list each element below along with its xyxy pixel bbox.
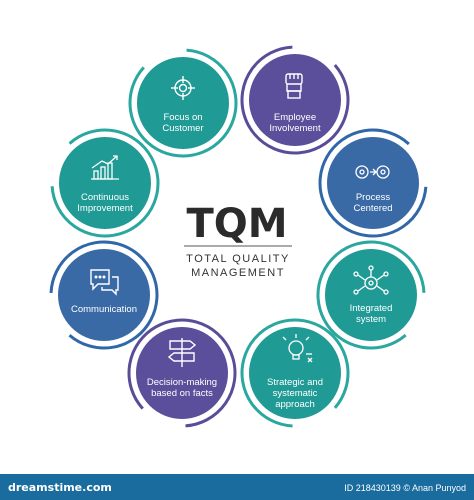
footer-bar: dreamstime.com ID 218430139 © Anan Punyo…	[0, 474, 474, 500]
ring-communication	[49, 240, 159, 350]
node-label-line1: Focus on	[163, 112, 202, 123]
tqm-diagram: TQM TOTAL QUALITY MANAGEMENT Focus on Cu…	[49, 45, 428, 428]
node-label-line2: Centered	[353, 203, 392, 214]
target-icon	[171, 76, 195, 100]
node-label-line2: system	[356, 314, 386, 325]
disc-continuous-improvement	[59, 137, 151, 229]
node-integrated-system: Integrated system	[350, 265, 393, 325]
footer-site-name: dreamstime.com	[8, 481, 112, 494]
node-label-line1: Integrated	[350, 303, 393, 314]
center-subtitle-line2: MANAGEMENT	[191, 267, 285, 279]
node-continuous-improvement: Continuous Improvement	[77, 155, 133, 214]
node-label-line1: Strategic and	[267, 377, 323, 388]
node-label-line1: Employee	[274, 112, 316, 123]
node-decision-making: Decision-making based on facts	[147, 338, 217, 399]
center-block: TQM TOTAL QUALITY MANAGEMENT	[184, 201, 292, 279]
node-communication: Communication	[71, 269, 137, 315]
ring-focus-on-customer	[128, 48, 238, 158]
node-label-line3: approach	[275, 399, 315, 410]
ring-employee-involvement	[240, 45, 350, 155]
disc-employee-involvement	[249, 54, 341, 146]
disc-communication	[58, 249, 150, 341]
node-label-line1: Continuous	[81, 192, 129, 203]
node-employee-involvement: Employee Involvement	[269, 73, 321, 134]
node-focus-on-customer: Focus on Customer	[162, 76, 204, 134]
node-label-line2: based on facts	[151, 388, 213, 399]
raised-fist-icon	[285, 73, 303, 99]
node-label-line1: Communication	[71, 304, 137, 315]
node-label-line2: Customer	[162, 123, 203, 134]
ring-strategic-approach	[240, 318, 350, 428]
disc-integrated-system	[325, 249, 417, 341]
chat-bubbles-icon	[90, 269, 119, 296]
ring-process-centered	[318, 128, 428, 238]
ring-integrated-system	[316, 240, 426, 350]
gears-process-icon	[355, 165, 390, 179]
node-label-line1: Decision-making	[147, 377, 217, 388]
disc-decision-making	[136, 327, 228, 419]
lightbulb-strategy-icon	[282, 334, 313, 363]
node-discs	[58, 54, 419, 419]
node-label-line2: Involvement	[269, 123, 321, 134]
disc-focus-on-customer	[137, 57, 229, 149]
node-label-line2: Improvement	[77, 203, 133, 214]
signpost-icon	[167, 338, 197, 367]
node-strategic-approach: Strategic and systematic approach	[267, 334, 323, 410]
growth-chart-icon	[91, 155, 119, 180]
disc-strategic-approach	[249, 327, 341, 419]
ring-decision-making	[127, 318, 237, 428]
tqm-diagram-stage: TQM TOTAL QUALITY MANAGEMENT Focus on Cu…	[49, 45, 428, 428]
network-gear-icon	[353, 265, 389, 295]
outer-rings	[49, 45, 428, 428]
center-subtitle-line1: TOTAL QUALITY	[186, 253, 290, 265]
node-process-centered: Process Centered	[353, 165, 393, 214]
center-title: TQM	[186, 201, 287, 247]
disc-process-centered	[327, 137, 419, 229]
footer-credit: ID 218430139 © Anan Punyod	[344, 483, 466, 493]
node-label-line2: systematic	[273, 388, 318, 399]
ring-continuous-improvement	[50, 128, 160, 238]
node-label-line1: Process	[356, 192, 391, 203]
